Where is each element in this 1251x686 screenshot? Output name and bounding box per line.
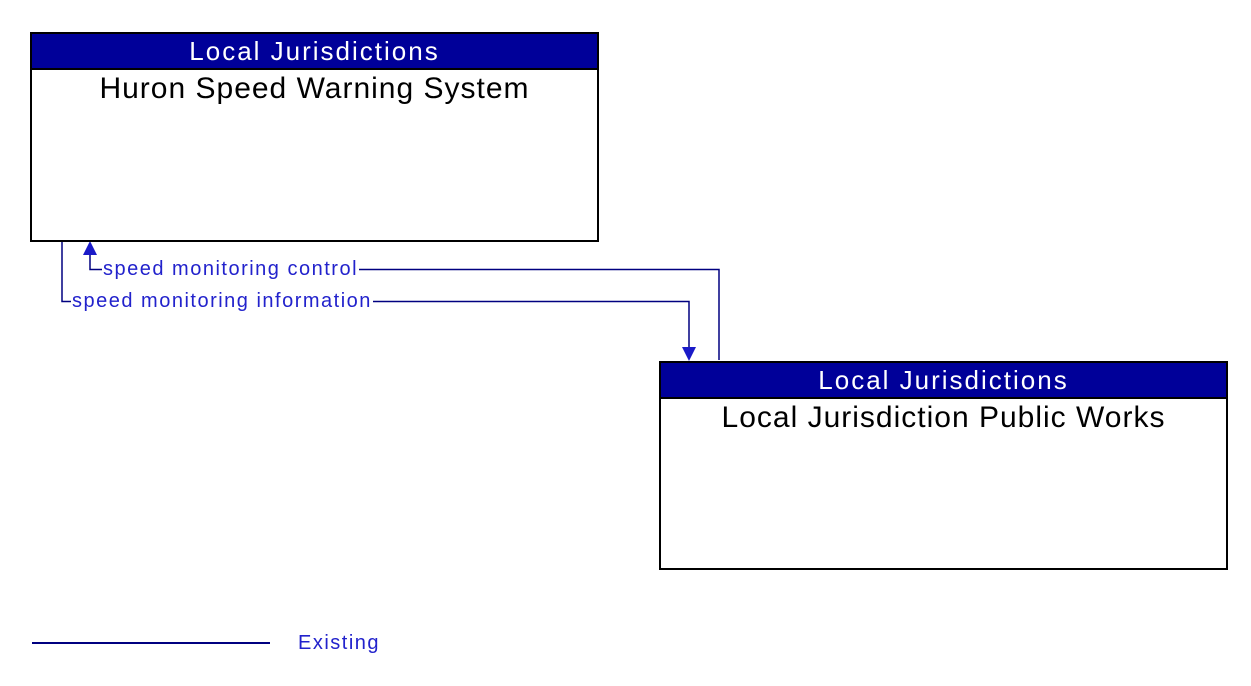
flow-line-speed-monitoring-control <box>89 253 720 360</box>
entity-name-local-jurisdiction-public-works: Local Jurisdiction Public Works <box>721 401 1166 434</box>
entity-name-huron-speed-warning-system: Huron Speed Warning System <box>99 72 530 105</box>
flow-line-speed-monitoring-information <box>61 242 690 349</box>
entity-header-local-jurisdictions: Local Jurisdictions <box>32 34 597 70</box>
flow-label-speed-monitoring-information: speed monitoring information <box>71 289 373 313</box>
entity-header-local-jurisdictions: Local Jurisdictions <box>661 363 1226 399</box>
flow-label-speed-monitoring-control: speed monitoring control <box>102 257 360 281</box>
arrowhead-down-icon <box>682 347 696 361</box>
legend-label-existing: Existing <box>298 632 381 654</box>
entity-local-jurisdiction-public-works: Local Jurisdictions Local Jurisdiction P… <box>659 361 1228 570</box>
arrowhead-up-icon <box>83 241 97 255</box>
entity-huron-speed-warning-system: Local Jurisdictions Huron Speed Warning … <box>30 32 599 242</box>
